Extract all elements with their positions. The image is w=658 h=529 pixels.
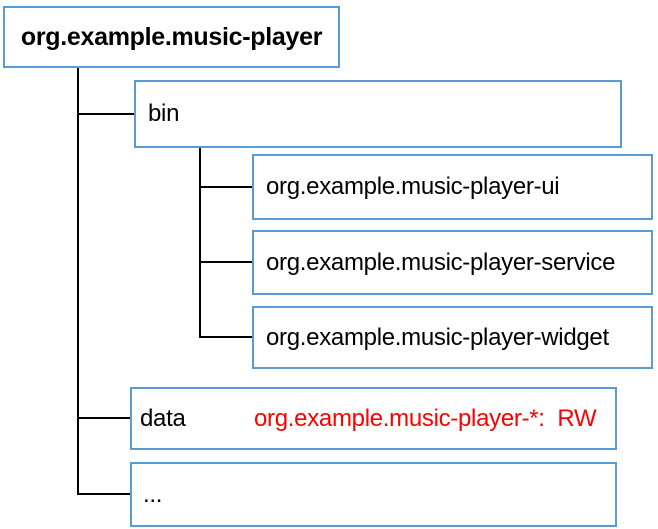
node-more-label: ... — [143, 480, 163, 508]
node-more: ... — [130, 462, 617, 527]
node-music-player-widget: org.example.music-player-widget — [252, 306, 653, 369]
node-root-label: org.example.music-player — [20, 22, 323, 51]
connector-branch-service — [199, 261, 252, 263]
connector-branch-widget — [199, 336, 252, 338]
connector-branch-more — [77, 493, 130, 495]
node-music-player-ui-label: org.example.music-player-ui — [266, 173, 560, 200]
data-permissions-annotation: org.example.music-player-*: RW — [254, 404, 597, 432]
connector-bin-children-vertical — [199, 147, 201, 338]
node-bin-label: bin — [148, 100, 180, 127]
node-music-player-service: org.example.music-player-service — [252, 230, 653, 295]
node-data: data org.example.music-player-*: RW — [130, 387, 617, 450]
connector-trunk-vertical — [77, 66, 79, 495]
node-music-player-widget-label: org.example.music-player-widget — [266, 323, 609, 351]
connector-branch-ui — [199, 186, 252, 188]
node-root: org.example.music-player — [3, 6, 340, 68]
node-music-player-service-label: org.example.music-player-service — [266, 248, 616, 276]
connector-branch-data — [77, 417, 130, 419]
node-data-label: data — [140, 404, 186, 432]
node-music-player-ui: org.example.music-player-ui — [252, 154, 653, 220]
node-bin: bin — [134, 80, 622, 148]
connector-branch-bin — [77, 113, 134, 115]
